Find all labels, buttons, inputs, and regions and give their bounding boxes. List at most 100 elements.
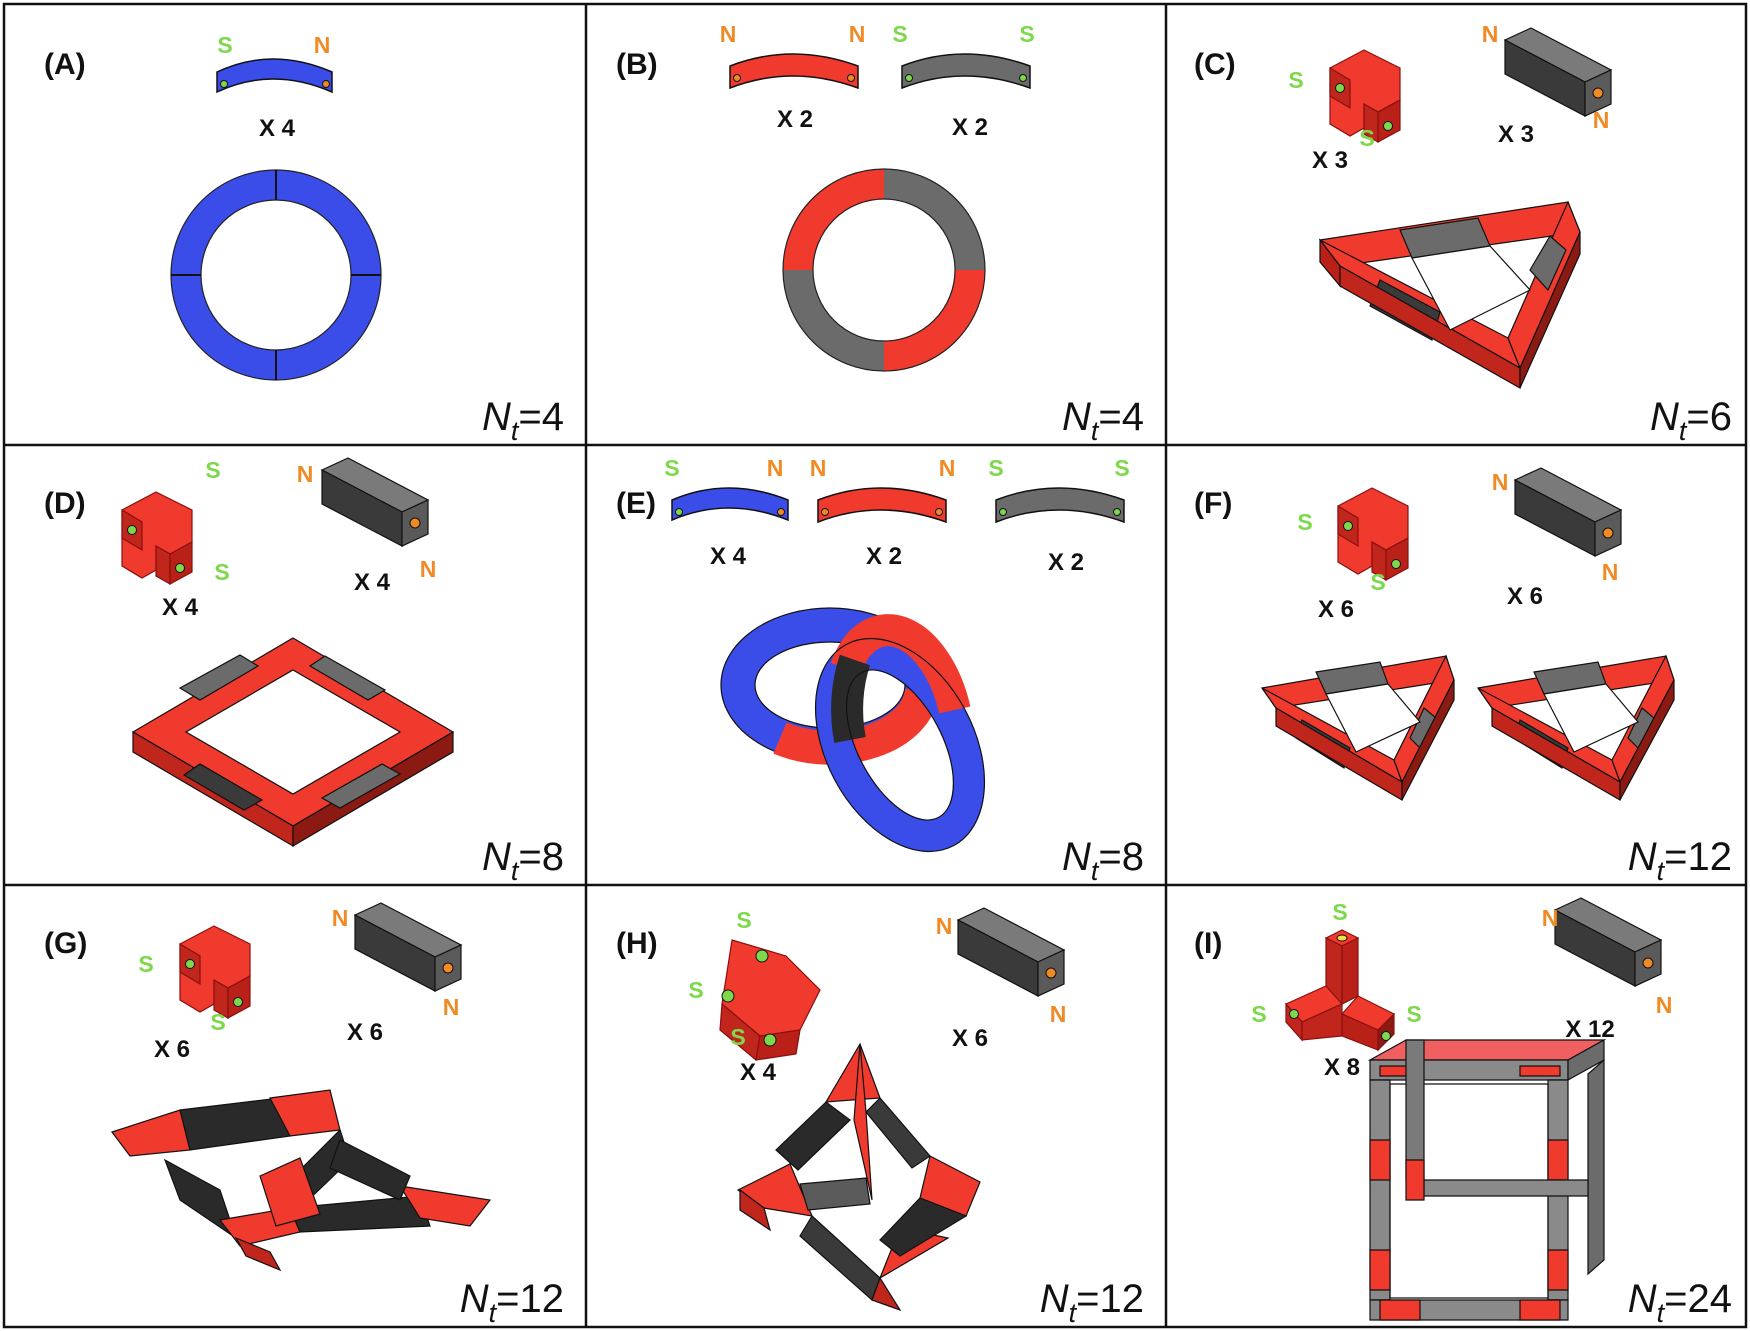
panel-label-h: (H): [616, 927, 658, 960]
pole-label: S: [688, 977, 703, 1003]
count-label: X 12: [1565, 1016, 1614, 1043]
pole-label: N: [936, 913, 953, 939]
panel-c: S S N N X 3 X 3: [1288, 21, 1612, 390]
count-label: X 2: [777, 106, 813, 133]
panel-e: S N N N S S X 4 X 2 X 2: [664, 455, 1130, 853]
pole-label: N: [767, 455, 784, 481]
panel-d: S S N N X 4 X 4: [121, 457, 455, 848]
pole-label: N: [849, 21, 866, 47]
count-label: X 4: [162, 594, 199, 621]
bar-magnet: [1504, 27, 1612, 117]
pole-label: N: [332, 905, 349, 931]
nt-label-f: Nt=12: [1628, 835, 1732, 886]
pole-label: N: [420, 556, 437, 582]
pole-label: S: [892, 21, 907, 47]
panel-g: S S N N X 6 X 6: [111, 902, 492, 1272]
pole-label: N: [297, 461, 314, 487]
count-label: X 3: [1498, 121, 1534, 148]
cube-assembly: [1367, 1038, 1607, 1321]
bar-magnet: [321, 457, 429, 547]
red-tripod-corner-magnet: [1285, 929, 1396, 1052]
panel-label-i: (I): [1194, 927, 1222, 960]
pole-label: S: [1288, 67, 1303, 93]
bar-magnet: [354, 902, 462, 992]
pole-label: S: [1297, 509, 1312, 535]
count-label: X 6: [154, 1036, 190, 1063]
pole-label: N: [1482, 21, 1499, 47]
pole-label: N: [1602, 559, 1619, 585]
nt-label-h: Nt=12: [1040, 1277, 1144, 1328]
pole-label: N: [810, 455, 827, 481]
panel-i: S S S N N X 8 X 12: [1251, 897, 1673, 1321]
square-assembly: [131, 637, 455, 848]
nt-label-e: Nt=8: [1062, 835, 1144, 886]
count-label: X 6: [952, 1025, 988, 1052]
panel-label-d: (D): [44, 487, 86, 520]
panel-label-f: (F): [1194, 487, 1232, 520]
panel-label-a: (A): [44, 48, 86, 81]
bar-magnet: [1554, 897, 1662, 987]
panel-label-e: (E): [616, 487, 656, 520]
nt-label-d: Nt=8: [482, 835, 564, 886]
count-label: X 2: [866, 543, 902, 570]
count-label: X 4: [740, 1059, 777, 1086]
blue-ring-assembly: [170, 169, 382, 381]
pole-label: S: [730, 1024, 745, 1050]
pole-label: S: [1359, 125, 1374, 151]
pole-label: S: [205, 457, 220, 483]
pole-label: N: [1656, 992, 1673, 1018]
grey-arc-magnet: [901, 53, 1031, 90]
tetrahedron-assembly: [736, 1042, 981, 1312]
nt-label-g: Nt=12: [460, 1277, 564, 1328]
panel-b: N N S S X 2 X 2: [720, 21, 1035, 372]
pole-label: S: [988, 455, 1003, 481]
triangle-assembly: [1318, 200, 1581, 390]
panel-label-g: (G): [44, 927, 87, 960]
panel-h: S S S N N X 4 X 6: [688, 907, 1067, 1312]
pole-label: S: [664, 455, 679, 481]
red-tripod-corner-magnet: [719, 939, 821, 1062]
bar-magnet: [1514, 467, 1622, 557]
nt-labels: Nt=4 Nt=4 Nt=6 Nt=8 Nt=8 Nt=12 Nt=12 Nt=…: [460, 395, 1732, 1328]
panel-f: S S N N X 6 X 6: [1260, 467, 1675, 802]
red-corner-magnet: [121, 491, 193, 585]
red-arc-magnet: [817, 487, 947, 524]
count-label: X 4: [259, 115, 296, 142]
linked-rings-assembly: [720, 607, 986, 853]
pole-label: S: [736, 907, 751, 933]
pole-label: S: [217, 32, 232, 58]
pole-label: S: [1332, 899, 1347, 925]
count-label: X 3: [1312, 147, 1348, 174]
count-label: X 2: [1048, 549, 1084, 576]
nt-label-a: Nt=4: [482, 395, 564, 446]
nt-label-i: Nt=24: [1628, 1277, 1732, 1328]
pole-label: N: [1593, 107, 1610, 133]
red-arc-magnet: [729, 53, 859, 90]
panel-a: S N X 4: [170, 32, 382, 381]
panel-label-c: (C): [1194, 48, 1236, 81]
bar-magnet: [957, 907, 1065, 997]
pole-label: N: [443, 994, 460, 1020]
count-label: X 8: [1324, 1054, 1360, 1081]
nt-label-c: Nt=6: [1650, 395, 1732, 446]
pole-label: S: [1019, 21, 1034, 47]
panel-labels: (A) (B) (C) (D) (E) (F) (G) (H) (I): [44, 48, 1236, 960]
panel-label-b: (B): [616, 48, 658, 81]
red-corner-magnet: [179, 925, 251, 1019]
blue-arc-magnet: [216, 58, 333, 94]
count-label: X 4: [354, 569, 391, 596]
pole-label: S: [1251, 1001, 1266, 1027]
pole-label: N: [314, 32, 331, 58]
pole-label: N: [720, 21, 737, 47]
blue-arc-magnet: [671, 487, 789, 522]
pole-label: N: [1542, 905, 1559, 931]
count-label: X 6: [347, 1019, 383, 1046]
triangle-assembly: [1260, 654, 1455, 802]
pole-label: N: [1050, 1001, 1067, 1027]
grey-arc-magnet: [995, 487, 1125, 524]
red-corner-magnet: [1337, 487, 1409, 581]
red-grey-ring-assembly: [782, 168, 986, 372]
pole-label: S: [214, 559, 229, 585]
